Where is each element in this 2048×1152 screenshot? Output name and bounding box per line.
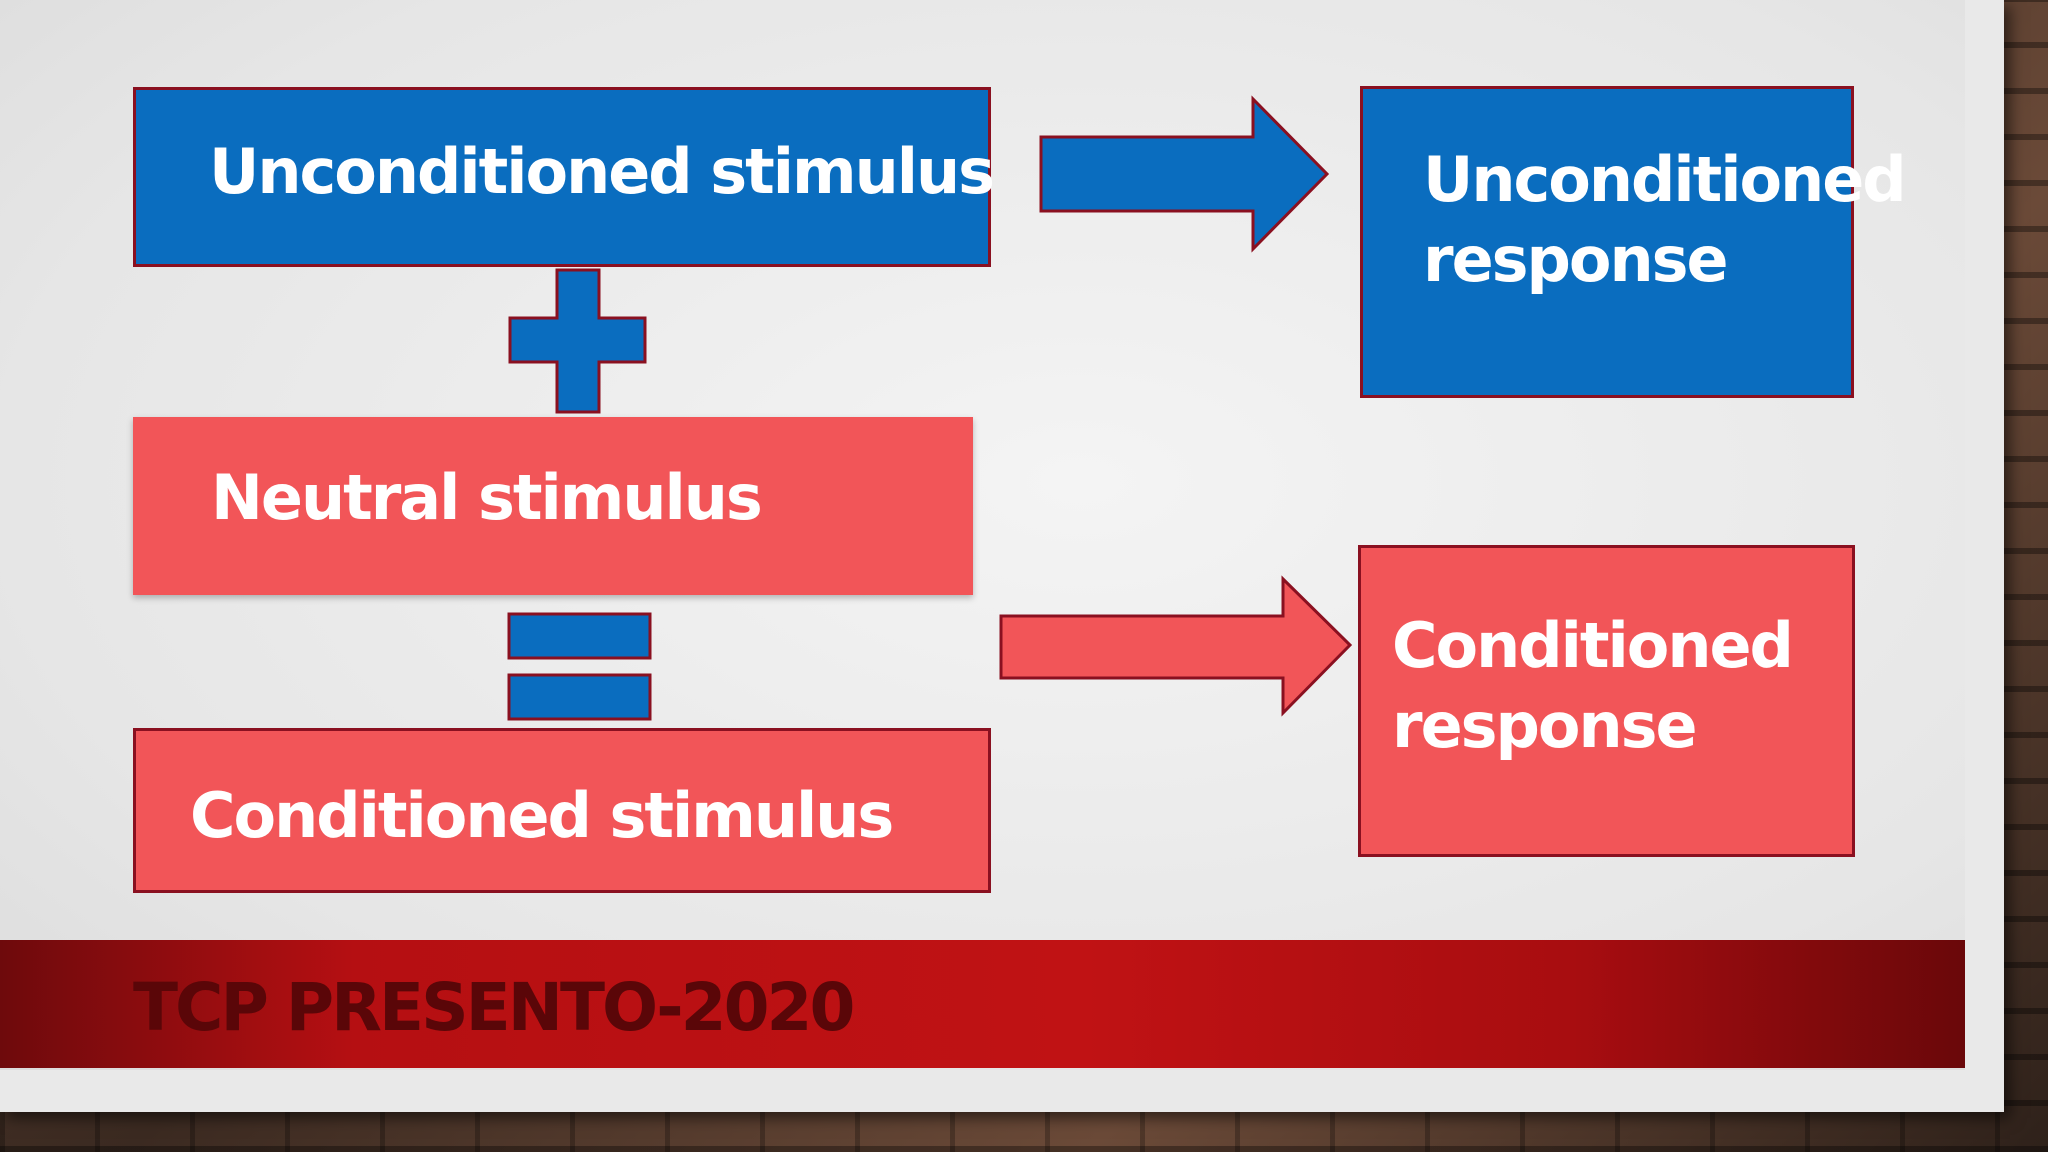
footer-text: TCP PRESENTO-2020 xyxy=(133,969,855,1046)
equals-icon-top-bar xyxy=(507,612,652,660)
conditioned-response-label: Conditioned response xyxy=(1392,609,1794,762)
unconditioned-response-box xyxy=(1360,86,1854,398)
unconditioned-stimulus-label: Unconditioned stimulus xyxy=(209,135,995,208)
equals-icon-bottom-bar xyxy=(507,673,652,721)
plus-icon xyxy=(508,268,647,414)
unconditioned-stimulus-box xyxy=(133,87,991,267)
conditioned-stimulus-label: Conditioned stimulus xyxy=(190,779,894,852)
arrow-to-conditioned-response xyxy=(999,575,1353,717)
neutral-stimulus-box xyxy=(133,417,973,595)
arrow-to-unconditioned-response xyxy=(1039,95,1330,253)
conditioned-response-box xyxy=(1358,545,1855,857)
conditioned-stimulus-box xyxy=(133,728,991,893)
neutral-stimulus-label: Neutral stimulus xyxy=(211,461,763,534)
unconditioned-response-label: Unconditioned response xyxy=(1423,143,1907,296)
footer-band xyxy=(0,940,1965,1068)
